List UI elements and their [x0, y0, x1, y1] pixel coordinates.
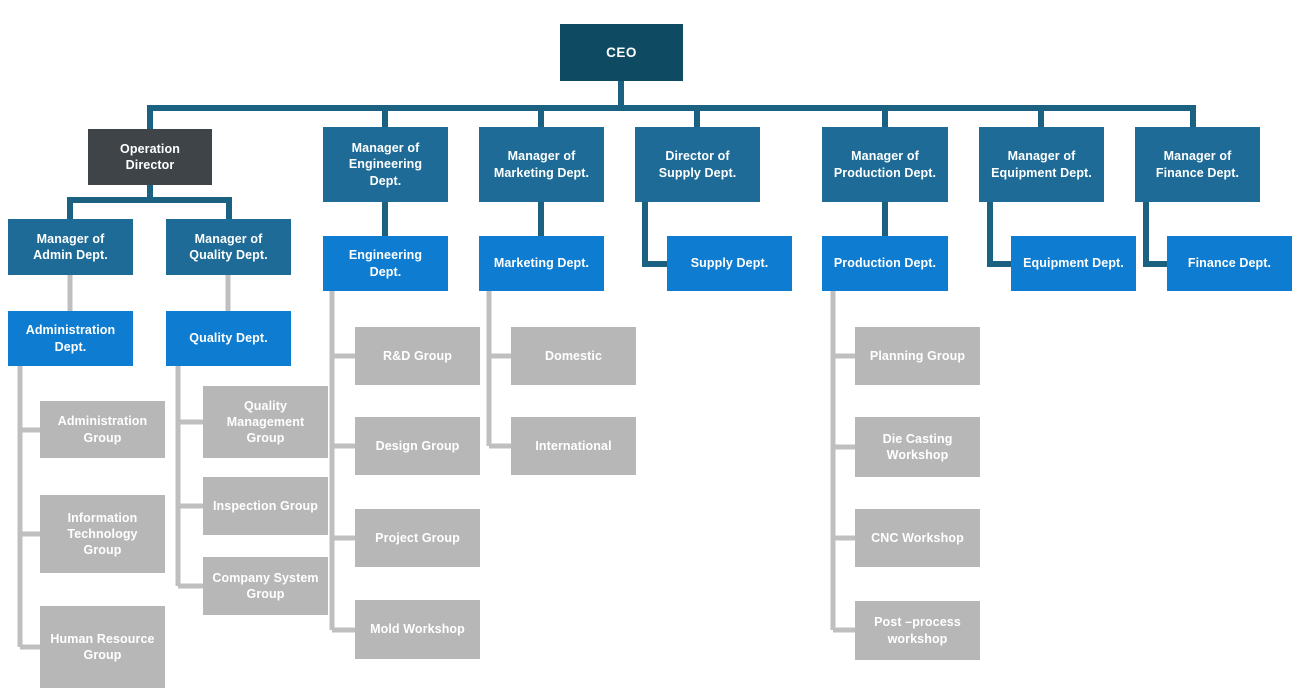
org-node-manager-engineering: Manager of Engineering Dept. — [323, 127, 448, 202]
org-connector — [175, 366, 204, 589]
org-connector — [1143, 202, 1169, 267]
org-node-label: Information Technology Group — [67, 510, 138, 558]
org-node-label: Equipment Dept. — [1023, 256, 1124, 271]
org-connector — [830, 291, 856, 633]
org-node-label: Administration Group — [57, 414, 148, 445]
org-node-production-dept: Production Dept. — [822, 236, 948, 291]
org-connector — [987, 202, 1013, 267]
org-node-label: Quality Management Group — [226, 398, 305, 446]
org-node-manager-quality: Manager of Quality Dept. — [166, 219, 291, 275]
org-node-administration-group: Administration Group — [40, 401, 165, 458]
org-node-rd-group: R&D Group — [355, 327, 480, 385]
org-node-information-technology-group: Information Technology Group — [40, 495, 165, 573]
org-node-label: Company System Group — [212, 570, 319, 601]
org-node-label: Manager of Engineering Dept. — [348, 141, 423, 188]
org-node-label: Planning Group — [869, 348, 966, 363]
org-node-inspection-group: Inspection Group — [203, 477, 328, 535]
org-node-label: Mold Workshop — [370, 622, 465, 637]
org-node-project-group: Project Group — [355, 509, 480, 567]
org-connector — [67, 198, 232, 221]
org-node-equipment-dept: Equipment Dept. — [1011, 236, 1136, 291]
org-node-label: Marketing Dept. — [493, 256, 590, 271]
org-node-label: Project Group — [375, 530, 460, 545]
org-node-planning-group: Planning Group — [855, 327, 980, 385]
org-node-label: Engineering Dept. — [348, 248, 423, 279]
org-node-label: Supply Dept. — [690, 256, 769, 271]
org-node-engineering-dept: Engineering Dept. — [323, 236, 448, 291]
org-node-label: International — [535, 438, 612, 453]
org-connector — [642, 202, 669, 267]
org-node-label: Manager of Marketing Dept. — [493, 149, 590, 180]
org-node-manager-production: Manager of Production Dept. — [822, 127, 948, 202]
org-node-label: Production Dept. — [833, 256, 937, 271]
org-connector — [17, 366, 41, 650]
org-node-operation-director: Operation Director — [88, 129, 212, 185]
org-node-label: Manager of Finance Dept. — [1155, 149, 1240, 180]
org-node-human-resource-group: Human Resource Group — [40, 606, 165, 688]
org-node-label: Manager of Equipment Dept. — [991, 149, 1092, 180]
org-node-label: Manager of Quality Dept. — [189, 231, 268, 262]
org-node-marketing-dept: Marketing Dept. — [479, 236, 604, 291]
org-node-label: Finance Dept. — [1187, 256, 1272, 271]
org-node-manager-marketing: Manager of Marketing Dept. — [479, 127, 604, 202]
org-node-label: Manager of Production Dept. — [833, 149, 937, 180]
org-node-label: Manager of Admin Dept. — [33, 231, 108, 262]
org-node-post-process-workshop: Post –process workshop — [855, 601, 980, 660]
org-node-quality-dept: Quality Dept. — [166, 311, 291, 366]
org-node-label: Administration Dept. — [25, 323, 116, 354]
org-node-label: Post –process workshop — [874, 615, 961, 646]
org-node-label: Design Group — [375, 438, 460, 453]
org-connector — [329, 291, 356, 633]
org-node-label: Domestic — [544, 348, 603, 363]
org-node-manager-admin: Manager of Admin Dept. — [8, 219, 133, 275]
org-node-label: Operation Director — [120, 141, 180, 172]
org-node-label: Inspection Group — [212, 498, 319, 513]
org-connector — [147, 106, 1196, 129]
org-node-label: CNC Workshop — [871, 530, 964, 545]
org-node-design-group: Design Group — [355, 417, 480, 475]
org-node-label: Quality Dept. — [189, 331, 268, 346]
org-node-label: CEO — [606, 44, 637, 60]
org-node-label: R&D Group — [383, 348, 452, 363]
org-node-finance-dept: Finance Dept. — [1167, 236, 1292, 291]
org-node-label: Human Resource Group — [50, 631, 155, 662]
org-node-company-system-group: Company System Group — [203, 557, 328, 615]
org-node-cnc-workshop: CNC Workshop — [855, 509, 980, 567]
org-node-manager-equipment: Manager of Equipment Dept. — [979, 127, 1104, 202]
org-node-administration-dept: Administration Dept. — [8, 311, 133, 366]
org-node-domestic: Domestic — [511, 327, 636, 385]
org-node-manager-finance: Manager of Finance Dept. — [1135, 127, 1260, 202]
org-node-label: Director of Supply Dept. — [658, 149, 737, 180]
org-node-director-supply: Director of Supply Dept. — [635, 127, 760, 202]
org-node-quality-management-group: Quality Management Group — [203, 386, 328, 458]
org-node-supply-dept: Supply Dept. — [667, 236, 792, 291]
org-node-ceo: CEO — [560, 24, 683, 81]
org-node-international: International — [511, 417, 636, 475]
org-node-die-casting-workshop: Die Casting Workshop — [855, 417, 980, 477]
org-connector — [486, 291, 512, 449]
org-node-mold-workshop: Mold Workshop — [355, 600, 480, 659]
org-node-label: Die Casting Workshop — [882, 431, 953, 462]
